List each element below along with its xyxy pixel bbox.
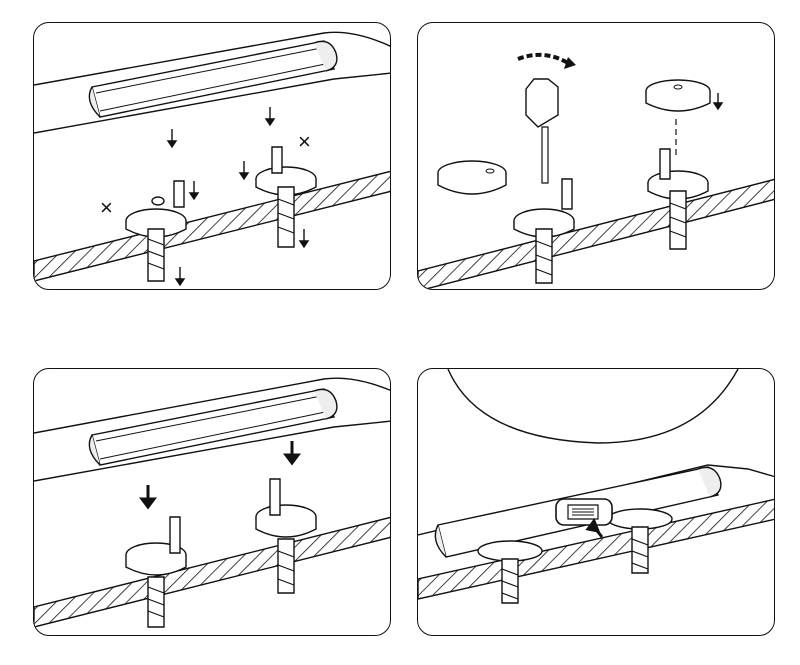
left-hinge-under-seat — [478, 541, 542, 603]
release-button — [556, 499, 612, 525]
hinge-bar — [89, 41, 337, 117]
step-4-panel — [417, 368, 775, 636]
step-2-panel — [417, 22, 775, 290]
left-capped-hinge — [126, 517, 186, 627]
cover-cap-top — [646, 80, 710, 111]
step-3-panel — [33, 368, 391, 636]
toilet-surface — [34, 171, 390, 281]
hinge-bar — [89, 389, 337, 465]
right-capped-hinge — [256, 479, 316, 593]
seat-edge — [34, 32, 391, 85]
step-1-panel: × × — [33, 22, 391, 290]
right-hinge-assembly — [256, 147, 316, 247]
seat-edge-lower — [34, 73, 391, 133]
step-3-illustration — [34, 369, 390, 636]
down-arrows — [142, 441, 298, 507]
right-hinge-under-seat — [608, 509, 672, 573]
wrong-mark-right: × — [298, 129, 311, 154]
press-arrow — [588, 521, 602, 537]
toilet-surface — [34, 517, 390, 627]
step-1-illustration: × × — [34, 23, 391, 290]
toilet-surface — [418, 179, 774, 289]
right-hinge-assembly — [648, 149, 708, 249]
seat-lid-arc — [448, 369, 738, 443]
screwdriver-hand — [518, 55, 576, 183]
step-2-illustration — [418, 23, 774, 289]
left-hinge-assembly — [514, 179, 574, 283]
step-4-illustration — [418, 369, 774, 636]
down-arrow — [714, 93, 722, 109]
down-arrows — [168, 107, 308, 285]
wrong-mark-left: × — [100, 195, 113, 220]
left-hinge-assembly — [126, 181, 186, 281]
cover-cap-loose — [438, 161, 506, 194]
